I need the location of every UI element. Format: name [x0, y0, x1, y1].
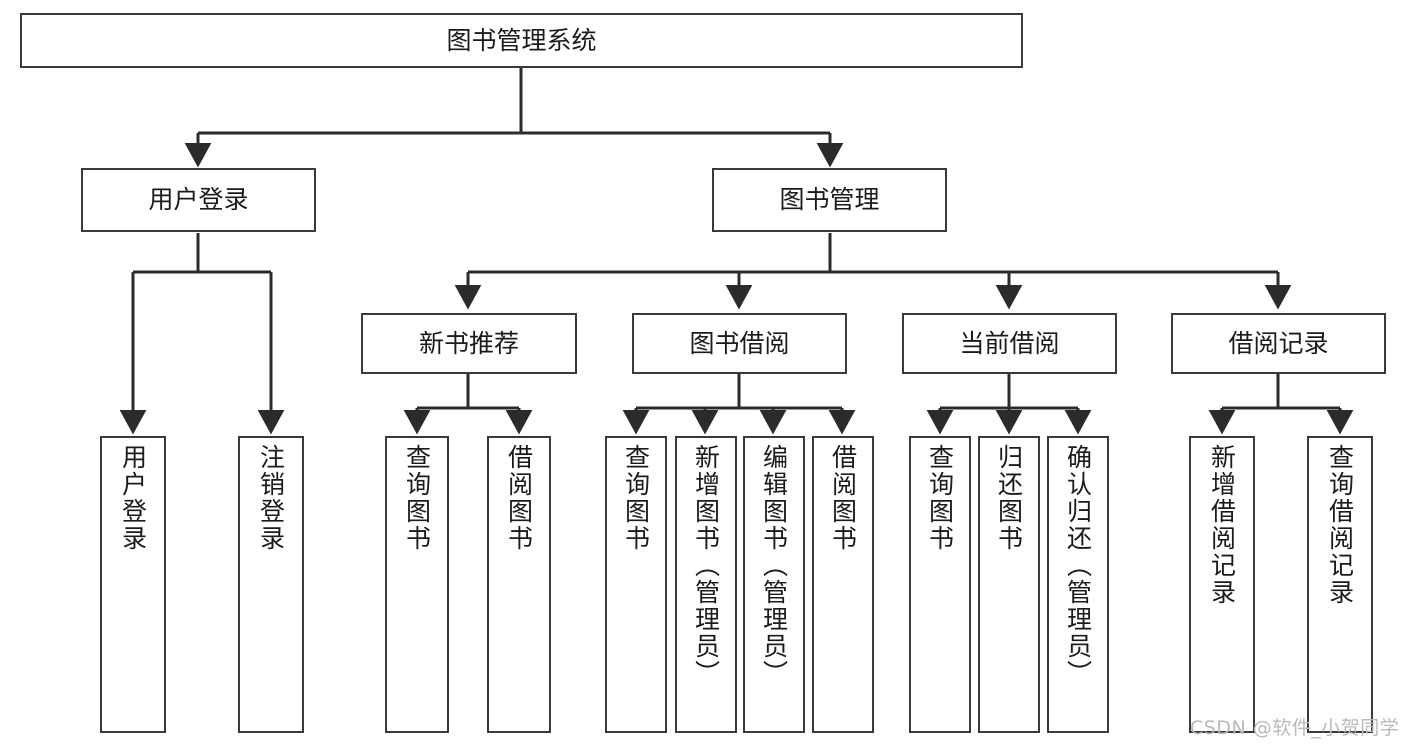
- leaf-add-book-admin[interactable]: 新增图书（管理员）: [675, 436, 737, 733]
- node-label: 用户登录: [148, 185, 249, 215]
- node-label: 查询图书: [402, 444, 432, 552]
- node-label: 借阅图书: [504, 444, 534, 552]
- node-current-borrow[interactable]: 当前借阅: [902, 313, 1117, 374]
- node-label: 查询图书: [925, 444, 955, 552]
- node-book-management[interactable]: 图书管理: [712, 168, 947, 232]
- leaf-query-borrow-record[interactable]: 查询借阅记录: [1307, 436, 1373, 733]
- node-label: 查询图书: [621, 444, 651, 552]
- node-new-book-recommend[interactable]: 新书推荐: [361, 313, 577, 374]
- watermark-text: CSDN @软件_小贺同学: [1190, 717, 1400, 739]
- leaf-borrow-book-borrow[interactable]: 借阅图书: [812, 436, 874, 733]
- node-label: 借阅记录: [1228, 328, 1329, 358]
- leaf-query-book-borrow[interactable]: 查询图书: [605, 436, 667, 733]
- leaf-add-borrow-record[interactable]: 新增借阅记录: [1189, 436, 1255, 733]
- node-borrow-records[interactable]: 借阅记录: [1171, 313, 1386, 374]
- node-label: 确认归还（管理员）: [1063, 444, 1093, 687]
- node-book-borrow[interactable]: 图书借阅: [632, 313, 847, 374]
- leaf-query-book-newbook[interactable]: 查询图书: [385, 436, 449, 733]
- node-root-system[interactable]: 图书管理系统: [20, 13, 1023, 68]
- node-label: 当前借阅: [959, 328, 1060, 358]
- node-label: 用户登录: [118, 444, 148, 552]
- node-label: 图书管理系统: [446, 25, 597, 55]
- leaf-edit-book-admin[interactable]: 编辑图书（管理员）: [743, 436, 805, 733]
- node-label: 新增图书（管理员）: [691, 444, 721, 687]
- node-label: 新书推荐: [418, 328, 519, 358]
- node-label: 编辑图书（管理员）: [759, 444, 789, 687]
- node-label: 新增借阅记录: [1207, 444, 1237, 606]
- leaf-logout[interactable]: 注销登录: [238, 436, 304, 733]
- node-user-login[interactable]: 用户登录: [81, 168, 316, 232]
- leaf-confirm-return-admin[interactable]: 确认归还（管理员）: [1047, 436, 1109, 733]
- node-label: 借阅图书: [828, 444, 858, 552]
- leaf-query-book-current[interactable]: 查询图书: [909, 436, 971, 733]
- node-label: 图书管理: [779, 185, 880, 215]
- node-label: 查询借阅记录: [1325, 444, 1355, 606]
- node-label: 归还图书: [994, 444, 1024, 552]
- leaf-borrow-book-newbook[interactable]: 借阅图书: [487, 436, 551, 733]
- leaf-user-login[interactable]: 用户登录: [100, 436, 166, 733]
- leaf-return-book[interactable]: 归还图书: [978, 436, 1040, 733]
- node-label: 图书借阅: [689, 328, 790, 358]
- node-label: 注销登录: [256, 444, 286, 552]
